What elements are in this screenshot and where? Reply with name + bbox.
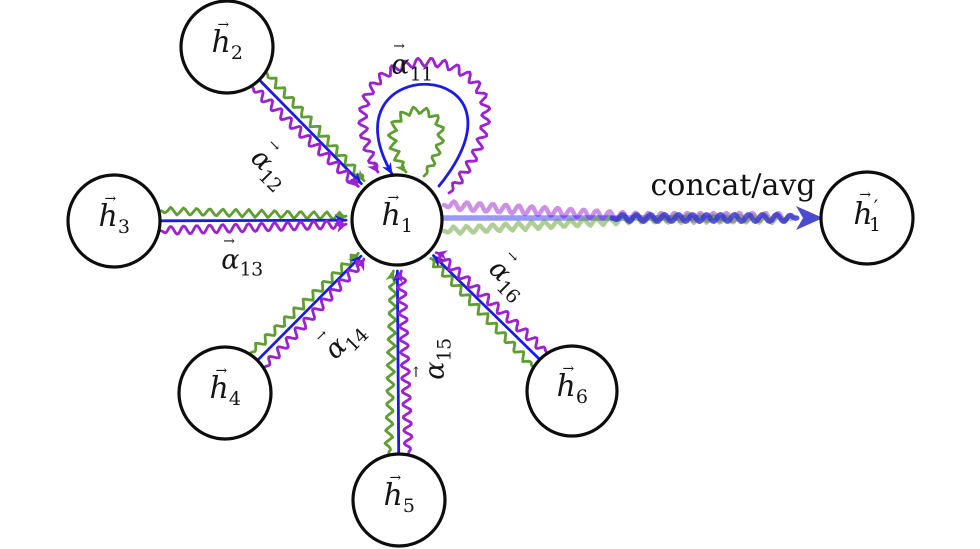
vector-arrow-icon: → — [389, 470, 402, 487]
edge-h3-h1-green-line — [159, 205, 348, 224]
self-loop-green-line — [387, 105, 445, 178]
node-label-h1-prime: →h′1 — [853, 187, 881, 237]
vector-arrow-icon: → — [562, 361, 575, 378]
output-arrowhead-icon — [796, 206, 823, 230]
edge-label-alpha-11: →α11 — [391, 38, 433, 86]
node-h2-circle — [179, 0, 275, 95]
vector-arrow-icon: → — [393, 38, 406, 55]
node-h3-circle — [66, 173, 162, 269]
node-h6-circle — [525, 344, 619, 438]
node-label-h6: →h6 — [556, 361, 588, 409]
edge-h3-h1-purple-line — [159, 219, 348, 236]
edge-h6-h1-green-line — [429, 256, 534, 368]
node-label-h2: →h2 — [211, 17, 243, 65]
edge-h2-h1-green-line — [265, 72, 366, 183]
node-label-h1: →h1 — [381, 190, 413, 238]
node-h4-circle — [177, 345, 273, 441]
node-h1-circle — [350, 173, 444, 267]
output-merged-wavy-line — [609, 212, 800, 224]
self-loop-blue-line — [376, 82, 470, 188]
node-h1p-circle — [819, 170, 915, 266]
edge-label-alpha-15: →α15 — [408, 338, 456, 380]
output-head-green-line — [441, 212, 794, 236]
node-label-h5: →h5 — [383, 470, 415, 518]
edge-h5-h1-purple-line — [392, 269, 414, 455]
output-edge-label: concat/avg — [650, 168, 816, 203]
edge-label-alpha-13: →α13 — [221, 233, 263, 281]
vector-arrow-icon: → — [104, 191, 117, 208]
edge-h2-h1-purple-line — [251, 86, 360, 188]
vector-arrow-icon: → — [387, 190, 400, 207]
edge-h6-h1-blue-line — [432, 254, 541, 361]
vector-arrow-icon: → — [859, 187, 872, 204]
node-label-h3: →h3 — [98, 191, 130, 239]
vector-arrow-icon: → — [217, 17, 230, 34]
vector-arrow-icon: → — [215, 363, 228, 380]
edge-h5-h1-green-line — [383, 269, 399, 455]
vector-arrow-icon: → — [223, 233, 236, 250]
self-loop-purple-line — [357, 56, 491, 195]
edge-h6-h1-purple-line — [434, 250, 548, 354]
edge-h2-h1-blue-line — [258, 79, 363, 185]
node-h5-circle — [351, 452, 447, 548]
node-label-h4: →h4 — [209, 363, 241, 411]
edge-h4-h1-purple-line — [263, 257, 366, 369]
edge-h4-h1-blue-line — [256, 254, 363, 362]
edge-h4-h1-green-line — [249, 251, 360, 354]
edge-h3-h1-blue-line — [159, 215, 348, 226]
